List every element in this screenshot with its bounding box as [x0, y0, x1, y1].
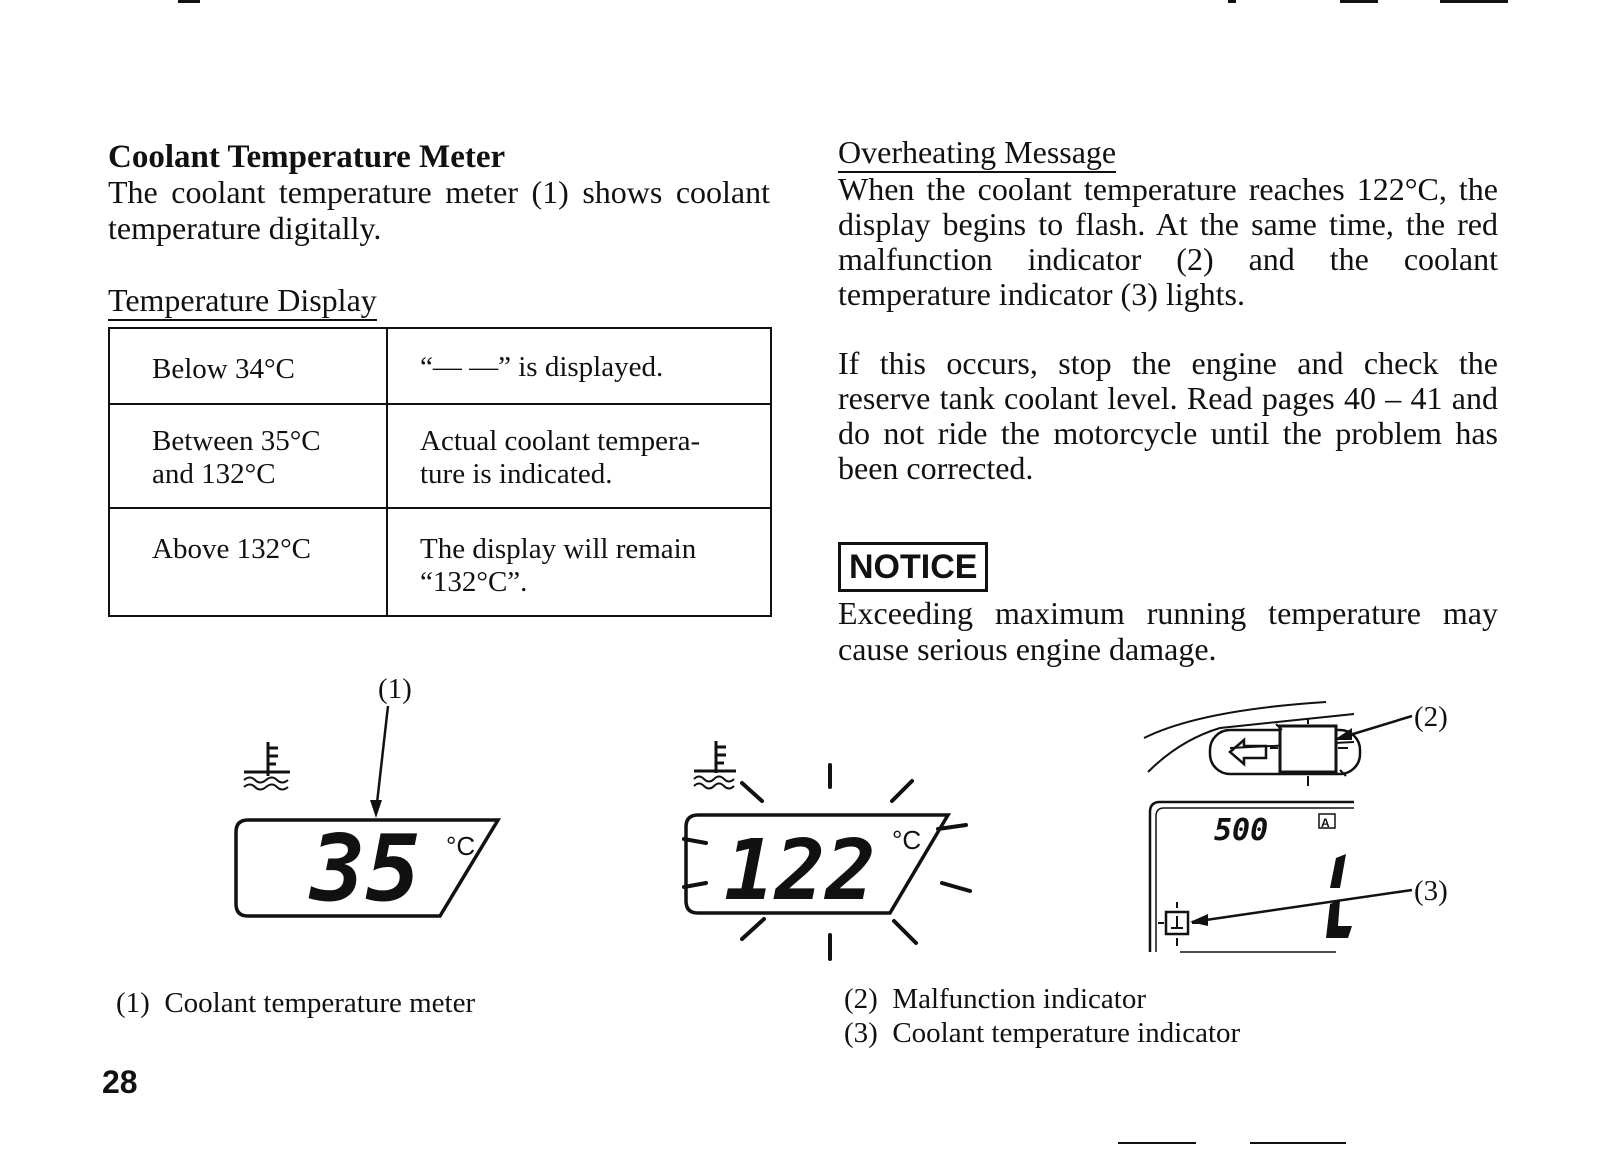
crop-mark	[178, 0, 200, 3]
callout-leader-3	[1191, 888, 1413, 924]
description-cell: Actual coolant tempera-ture is indicated…	[386, 403, 772, 509]
lcd-reading: 35	[308, 815, 421, 922]
malfunction-flash-marks	[1270, 718, 1348, 786]
mode-badge: A	[1321, 816, 1330, 830]
caption-coolant-meter: (1) Coolant temperature meter	[116, 987, 476, 1019]
lcd-frame	[684, 813, 952, 915]
temperature-table: Below 34°C “— —” is displayed. Between 3…	[108, 327, 772, 617]
caption-coolant-indicator: (3) Coolant temperature indicator	[844, 1017, 1241, 1049]
crop-mark	[1440, 0, 1508, 3]
coolant-thermometer-icon	[243, 742, 290, 791]
range-text: Between 35°C	[152, 425, 321, 457]
mode-badge-frame	[1318, 813, 1336, 829]
left-arrow-icon	[1228, 737, 1268, 767]
crop-mark	[1340, 0, 1378, 3]
crop-mark	[1250, 1142, 1346, 1144]
description-cell: “— —” is displayed.	[386, 327, 772, 405]
intro-paragraph: The coolant temperature meter (1) shows …	[108, 174, 770, 246]
action-paragraph: If this occurs, stop the engine and chec…	[838, 345, 1498, 486]
description-text: “132°C”.	[420, 566, 528, 598]
range-text: Above 132°C	[152, 533, 312, 565]
description-text: The display will remain	[420, 533, 697, 565]
callout-arrowhead-3	[1190, 914, 1208, 926]
description-text: “— —” is displayed.	[420, 351, 664, 383]
table-heading: Temperature Display	[108, 282, 377, 321]
callout-3: (3)	[1414, 875, 1448, 907]
lcd-reading: 122	[724, 821, 876, 919]
crop-mark	[1228, 0, 1236, 3]
lcd-unit: °C	[446, 831, 475, 861]
gear-segment	[1330, 854, 1346, 888]
table-row: Above 132°C The display will remain“132°…	[108, 507, 772, 617]
callout-arrowhead-2	[1334, 728, 1352, 740]
caption-malfunction-indicator: (2) Malfunction indicator	[844, 983, 1146, 1015]
overheating-paragraph: When the coolant temperature reaches 122…	[838, 171, 1498, 312]
crop-mark	[1118, 1142, 1196, 1144]
range-text: and 132°C	[152, 458, 276, 490]
description-text: ture is indicated.	[420, 458, 613, 490]
description-cell: The display will remain“132°C”.	[386, 507, 772, 617]
lcd-frame	[234, 818, 502, 918]
range-cell: Above 132°C	[108, 507, 388, 617]
callout-2: (2)	[1414, 701, 1448, 733]
instrument-panel-figure: 500 A	[1143, 701, 1413, 953]
gear-segment	[1326, 900, 1352, 938]
coolant-thermometer-icon	[693, 741, 736, 790]
page-number: 28	[102, 1064, 138, 1100]
malfunction-indicator	[1278, 724, 1338, 774]
coolant-meter-figure: 35 °C	[234, 705, 502, 922]
range-cell: Below 34°C	[108, 327, 388, 405]
notice-text: Exceeding maximum running temperature ma…	[838, 595, 1498, 667]
meter-callout: (1)	[378, 673, 412, 705]
display-frame	[1148, 800, 1354, 952]
lcd-unit: °C	[892, 825, 921, 855]
table-row: Below 34°C “— —” is displayed.	[108, 327, 772, 405]
odometer-reading: 500	[1214, 813, 1268, 848]
flashing-display-figure: 122 °C	[682, 741, 972, 961]
description-text: Actual coolant tempera-	[420, 425, 701, 457]
overheating-subheading: Overheating Message	[838, 134, 1117, 173]
notice-label: NOTICE	[838, 542, 989, 592]
callout-leader	[374, 705, 390, 813]
range-text: Below 34°C	[152, 353, 295, 385]
callout-arrowhead	[370, 800, 382, 818]
section-title: Coolant Temperature Meter	[108, 139, 506, 175]
